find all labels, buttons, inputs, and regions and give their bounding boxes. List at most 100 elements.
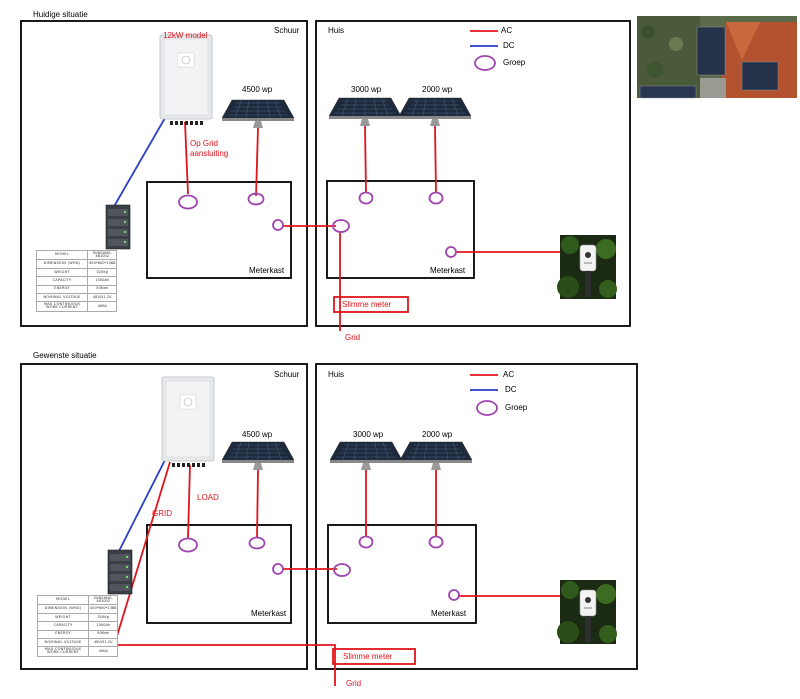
schuur-frame: [20, 363, 308, 670]
meterkast-schuur-box: [146, 181, 292, 279]
spec-key: DIMENSION (WHD): [37, 604, 89, 614]
groep-circle: [333, 563, 351, 577]
spec-value: SUNSANG-481002: [87, 594, 119, 606]
spec-value: SUNSANG-481002: [86, 249, 118, 261]
spec-key: ENERGY: [37, 629, 89, 639]
spec-key: NOMINAL VOLTAGE: [36, 292, 88, 303]
panel-capacity-schuur: 4500 wp: [242, 85, 273, 94]
aerial-photo: [637, 16, 797, 99]
ac-cable-panel-2000: [434, 125, 437, 194]
legend-dc-label: DC: [505, 385, 517, 394]
spec-key: NOMINAL VOLTAGE: [37, 637, 89, 648]
spec-value: 40KA: [87, 646, 119, 657]
meterkast-label: Meterkast: [431, 609, 467, 618]
legend-ac-label: AC: [503, 370, 515, 379]
spec-key: DIMENSION (WHD): [36, 259, 88, 269]
solar-panel-image: [328, 97, 402, 127]
legend-groep-label: Groep: [503, 58, 526, 67]
groep-circle: [428, 191, 444, 205]
ac-cable-inverter: [184, 121, 189, 195]
solar-panel-image: [398, 97, 472, 127]
inverter-connection-label: Op Grid aansluiting: [190, 139, 229, 158]
inverter-grid-label: GRID: [152, 509, 172, 518]
panel-capacity-huis-right: 2000 wp: [422, 85, 453, 94]
grid-label: Grid: [345, 333, 361, 342]
panel-capacity-schuur: 4500 wp: [242, 430, 273, 439]
ac-cable-panel-schuur: [256, 469, 259, 539]
table-row: DIMENSION (WHD)450*600*1388: [37, 604, 119, 614]
dc-cable: [111, 117, 166, 211]
meterkast-label: Meterkast: [249, 266, 285, 275]
huis-frame: [315, 20, 631, 327]
solar-panel-image: [221, 99, 295, 129]
groep-circle: [272, 219, 284, 231]
groep-circle: [272, 563, 284, 575]
ac-cable-panel-schuur: [255, 127, 259, 197]
meterkast-huis-box: [326, 180, 475, 279]
groep-circle: [445, 246, 457, 258]
ac-cable-inverter-load: [187, 464, 191, 539]
section-title: Gewenste situatie: [33, 351, 97, 360]
ac-cable-panel-3000: [364, 125, 367, 194]
spec-value: 48V/51.2V: [86, 292, 118, 303]
groep-circle: [358, 535, 374, 549]
groep-circle: [248, 536, 266, 550]
spec-value: 520Kg: [87, 612, 119, 623]
spec-key: ENERGY: [36, 284, 88, 294]
groep-circle: [178, 537, 198, 553]
spec-key: WEIGHT: [37, 612, 89, 623]
spec-key: MAX CONTINUOUS WORK CURRENT: [37, 646, 89, 657]
solar-panel-image: [399, 441, 473, 471]
spec-value: 1000Ah: [87, 621, 119, 631]
spec-key: MAX CONTINUOUS WORK CURRENT: [36, 301, 88, 312]
meterkast-label: Meterkast: [430, 266, 466, 275]
solar-panel-image: [221, 441, 295, 471]
schuur-frame: [20, 20, 308, 327]
inverter-image: [161, 376, 215, 468]
panel-capacity-huis-left: 3000 wp: [353, 430, 384, 439]
legend-groep-circle: [476, 400, 498, 416]
groep-circle: [448, 589, 460, 601]
groep-circle: [428, 535, 444, 549]
schuur-label: Schuur: [274, 370, 300, 379]
section-title: Huidige situatie: [33, 10, 88, 19]
schuur-label: Schuur: [274, 26, 300, 35]
huis-frame: [315, 363, 638, 670]
huis-label: Huis: [328, 26, 345, 35]
spec-value: 1000Ah: [86, 276, 118, 286]
legend-groep-label: Groep: [505, 403, 528, 412]
spec-key: MODEL: [37, 594, 89, 606]
spec-value: 450*600*1388: [87, 604, 119, 614]
slimme-meter-label: Slimme meter: [342, 300, 392, 309]
inverter-model-label: 12kW model: [163, 31, 208, 40]
spec-value: 48V/51.2V: [87, 637, 119, 648]
dc-cable: [117, 459, 166, 554]
panel-capacity-huis-left: 3000 wp: [351, 85, 382, 94]
meterkast-label: Meterkast: [251, 609, 287, 618]
ac-cable-grid-route: [116, 461, 336, 686]
huis-label: Huis: [328, 370, 345, 379]
groep-circle: [247, 192, 265, 206]
slimme-meter-label: Slimme meter: [343, 652, 393, 661]
table-row: DIMENSION (WHD)450*600*1388: [36, 259, 118, 269]
spec-value: 40KA: [86, 301, 118, 312]
spec-key: WEIGHT: [36, 267, 88, 278]
spec-key: CAPACITY: [36, 276, 88, 286]
battery-image: [105, 204, 131, 250]
spec-value: 450*600*1388: [86, 259, 118, 269]
groep-circle: [178, 194, 198, 210]
section-gewenste: [20, 363, 638, 686]
solar-panel-image: [329, 441, 403, 471]
